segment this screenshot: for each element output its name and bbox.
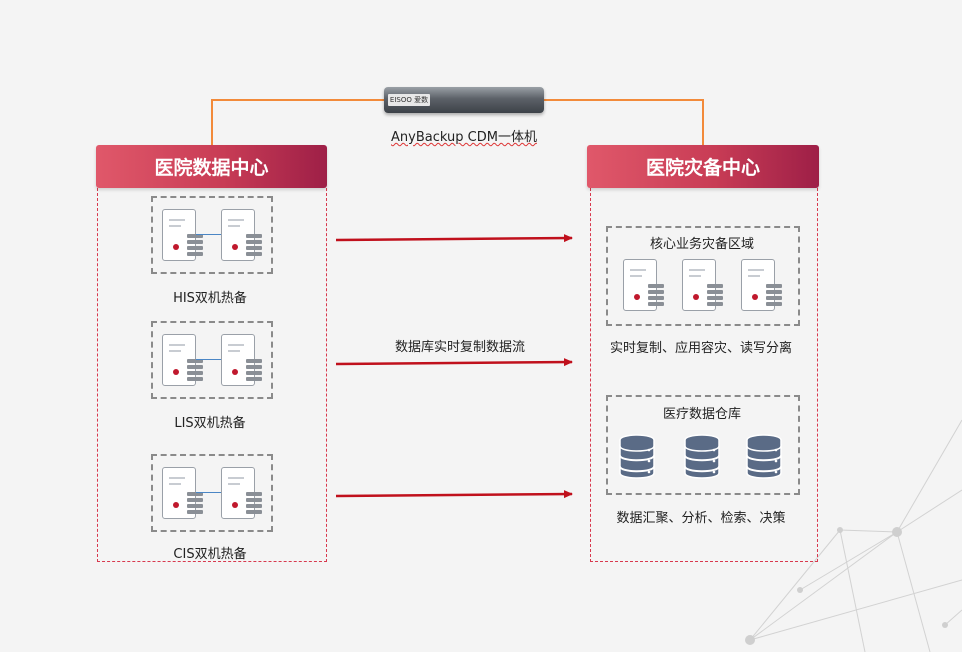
heartbeat-link [196, 234, 221, 235]
replication-arrow [335, 234, 573, 243]
database-icon [619, 434, 655, 479]
server-icon [682, 259, 723, 311]
server-icon [741, 259, 782, 311]
database-icon [684, 434, 720, 479]
replication-arrow [335, 490, 573, 499]
core-dr-title: 核心业务灾备区域 [649, 237, 754, 252]
server-icon [623, 259, 664, 311]
data-warehouse-caption: 数据汇聚、分析、检索、决策 [616, 511, 786, 526]
lis-server-group [151, 321, 273, 399]
server-icon [162, 467, 203, 519]
replication-arrow [335, 358, 573, 367]
server-icon [221, 209, 262, 261]
lis-label: LIS双机热备 [174, 416, 246, 431]
replication-arrows [335, 234, 573, 499]
appliance-connector [211, 99, 704, 147]
server-icon [162, 334, 203, 386]
heartbeat-link [196, 359, 221, 360]
his-label: HIS双机热备 [173, 291, 247, 306]
server-icon [221, 334, 262, 386]
his-server-group [151, 196, 273, 274]
core-dr-caption: 实时复制、应用容灾、读写分离 [609, 341, 792, 356]
core-dr-area [606, 226, 800, 326]
flow-label: 数据库实时复制数据流 [394, 340, 525, 355]
appliance-caption: AnyBackup CDM一体机 [391, 130, 537, 145]
heartbeat-link [196, 492, 221, 493]
data-warehouse-title: 医疗数据仓库 [662, 407, 741, 422]
cis-server-group [151, 454, 273, 532]
appliance-logo: EISOO 爱数 [388, 94, 430, 106]
left-center-title: 医院数据中心 [96, 145, 327, 188]
server-icon [162, 209, 203, 261]
cdm-appliance: EISOO 爱数 [384, 87, 544, 113]
cis-label: CIS双机热备 [173, 547, 247, 562]
database-icon [746, 434, 782, 479]
right-center-zone [590, 188, 818, 562]
data-warehouse-area [606, 395, 800, 495]
left-center-zone [97, 188, 327, 562]
network-decoration [745, 419, 962, 652]
server-icon [221, 467, 262, 519]
right-center-title: 医院灾备中心 [587, 145, 819, 188]
